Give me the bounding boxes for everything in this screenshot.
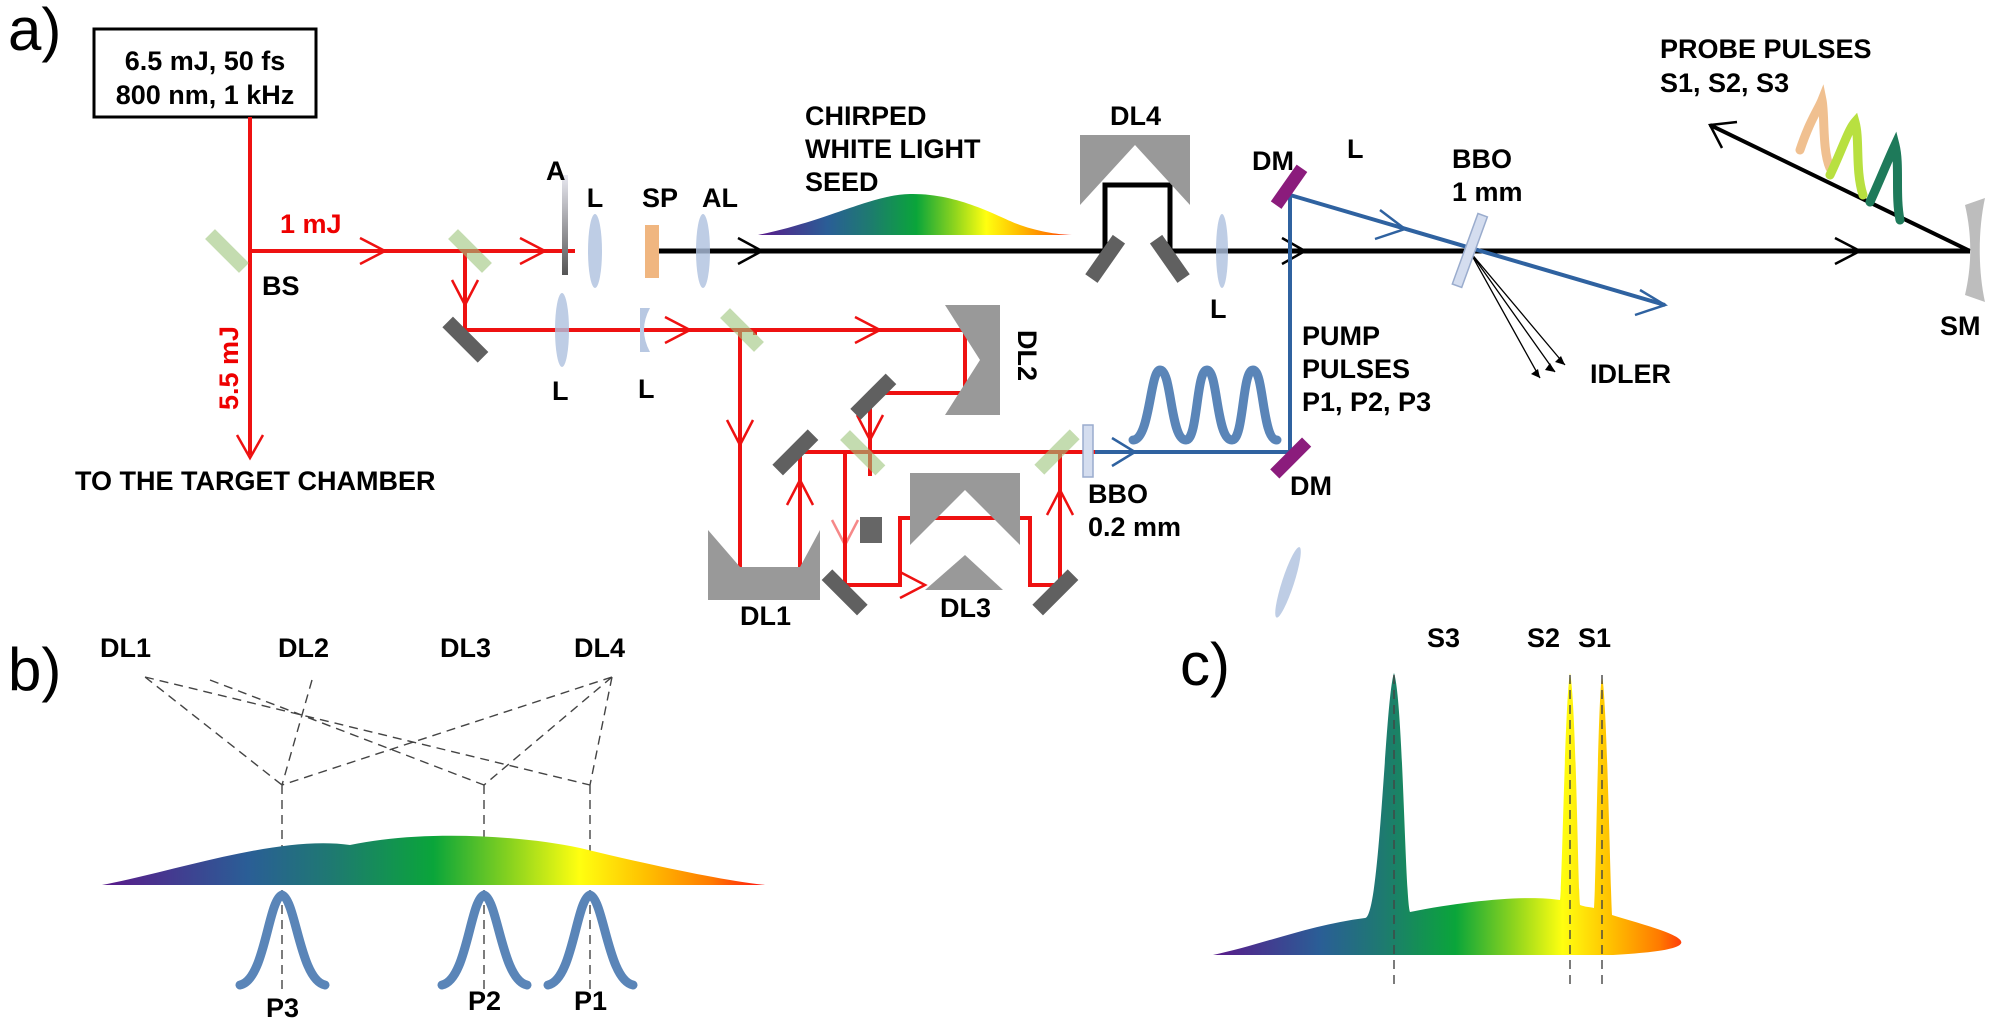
delay-line-3-bottom bbox=[925, 555, 1003, 590]
panel-b-dl2: DL2 bbox=[278, 633, 329, 663]
panel-b-p1-label: P1 bbox=[574, 986, 607, 1016]
probe-pulse-s1 bbox=[1795, 84, 1835, 173]
concave-lens bbox=[640, 308, 650, 352]
panel-b-spectrum bbox=[102, 835, 765, 885]
dm-lower-label: DM bbox=[1290, 471, 1332, 501]
probe-label-line1: PROBE PULSES bbox=[1660, 34, 1872, 64]
beam-splitter-5 bbox=[1034, 429, 1080, 475]
beam-splitter-2 bbox=[448, 229, 492, 273]
attenuator-label: A bbox=[546, 156, 566, 186]
panel-c-spectrum bbox=[1213, 673, 1699, 955]
seed-label-line2: WHITE LIGHT bbox=[805, 134, 981, 164]
sm-label: SM bbox=[1940, 311, 1981, 341]
panel-c-s1-label: S1 bbox=[1578, 623, 1611, 653]
main-energy-label: 1 mJ bbox=[280, 209, 342, 239]
achromatic-lens-label: AL bbox=[702, 183, 738, 213]
bbo-thin-crystal bbox=[1082, 424, 1094, 478]
bbo-thin-label: BBO bbox=[1088, 479, 1148, 509]
target-chamber-label: TO THE TARGET CHAMBER bbox=[75, 466, 436, 496]
lens-4-label: L bbox=[1210, 294, 1227, 324]
probe-pulse-s2 bbox=[1825, 112, 1868, 200]
panel-b-pulse-p3 bbox=[235, 890, 330, 990]
mirror-3 bbox=[772, 429, 819, 476]
bbo-thick-crystal bbox=[1451, 212, 1489, 289]
beam-splitter bbox=[205, 229, 249, 273]
seed-label-line1: CHIRPED bbox=[805, 101, 927, 131]
seed-spectrum bbox=[758, 193, 1075, 235]
beam-pump bbox=[1095, 192, 1668, 468]
sapphire-plate bbox=[645, 225, 659, 278]
bbo-thick-thickness: 1 mm bbox=[1452, 177, 1523, 207]
panel-b-p3-label: P3 bbox=[266, 993, 299, 1023]
panel-b-pulse-p2 bbox=[437, 890, 532, 990]
dl4-label: DL4 bbox=[1110, 101, 1161, 131]
panel-b-pulse-p1 bbox=[543, 890, 638, 990]
spherical-mirror bbox=[1965, 198, 1985, 302]
laser-spec-line1: 6.5 mJ, 50 fs bbox=[125, 46, 286, 76]
beam-splitter-3 bbox=[720, 308, 764, 352]
lens-5-label: L bbox=[1347, 134, 1364, 164]
achromatic-lens bbox=[696, 214, 710, 288]
lens-2-label: L bbox=[552, 376, 569, 406]
lens-2 bbox=[555, 293, 569, 367]
lens-3-label: L bbox=[638, 374, 655, 404]
mirror-dl4-left bbox=[1085, 234, 1126, 283]
dm-upper-label: DM bbox=[1252, 146, 1294, 176]
panel-b-p2-label: P2 bbox=[468, 986, 501, 1016]
bbo-thin-thickness: 0.2 mm bbox=[1088, 512, 1181, 542]
delay-line-4 bbox=[1080, 135, 1190, 205]
idler-label: IDLER bbox=[1590, 359, 1671, 389]
bbo-thick-label: BBO bbox=[1452, 144, 1512, 174]
lens-1 bbox=[588, 214, 602, 288]
dl3-label: DL3 bbox=[940, 593, 991, 623]
sapphire-plate-label: SP bbox=[642, 183, 678, 213]
mirror-5 bbox=[1032, 569, 1079, 616]
laser-spec-line2: 800 nm, 1 kHz bbox=[116, 80, 295, 110]
target-energy-label: 5.5 mJ bbox=[214, 326, 244, 410]
panel-b-dl3: DL3 bbox=[440, 633, 491, 663]
probe-pulse-s3 bbox=[1865, 131, 1905, 225]
panel-a-label: a) bbox=[8, 0, 61, 63]
seed-label-line3: SEED bbox=[805, 167, 879, 197]
pump-label-line3: P1, P2, P3 bbox=[1302, 387, 1431, 417]
probe-label-line2: S1, S2, S3 bbox=[1660, 68, 1789, 98]
dl1-label: DL1 bbox=[740, 601, 791, 631]
delay-line-1 bbox=[708, 530, 820, 600]
dl2-label: DL2 bbox=[1012, 330, 1042, 381]
panel-b-dl4: DL4 bbox=[574, 633, 625, 663]
panel-c-s2-label: S2 bbox=[1527, 623, 1560, 653]
laser-source-box: 6.5 mJ, 50 fs 800 nm, 1 kHz bbox=[92, 27, 318, 119]
dichroic-mirror-lower bbox=[1270, 437, 1312, 479]
mirror-1 bbox=[442, 316, 489, 363]
mirror-dl4-right bbox=[1149, 234, 1190, 283]
attenuator bbox=[562, 175, 568, 275]
mirror-4 bbox=[821, 569, 868, 616]
panel-c-s3-label: S3 bbox=[1427, 623, 1460, 653]
panel-b-delay-labels: DL1 DL2 DL3 DL4 bbox=[100, 633, 625, 663]
pump-label-line1: PUMP bbox=[1302, 321, 1380, 351]
pump-pulse-train bbox=[1128, 365, 1282, 445]
panel-c-center-lines bbox=[1393, 675, 1603, 990]
delay-line-2 bbox=[945, 305, 1000, 415]
panel-c-label: c) bbox=[1180, 631, 1230, 698]
mirror-2 bbox=[850, 373, 897, 420]
lens-1-label: L bbox=[587, 183, 604, 213]
dichroic-mirror-upper bbox=[1270, 164, 1308, 209]
pump-label-line2: PULSES bbox=[1302, 354, 1410, 384]
bs-label: BS bbox=[262, 271, 300, 301]
panel-b-label: b) bbox=[8, 636, 61, 703]
beam-block bbox=[860, 517, 882, 543]
delay-line-3-top bbox=[910, 473, 1020, 545]
beam-splitter-4 bbox=[840, 430, 886, 476]
lens-5 bbox=[1275, 547, 1301, 618]
lens-4 bbox=[1216, 214, 1228, 288]
panel-b-dl1: DL1 bbox=[100, 633, 151, 663]
